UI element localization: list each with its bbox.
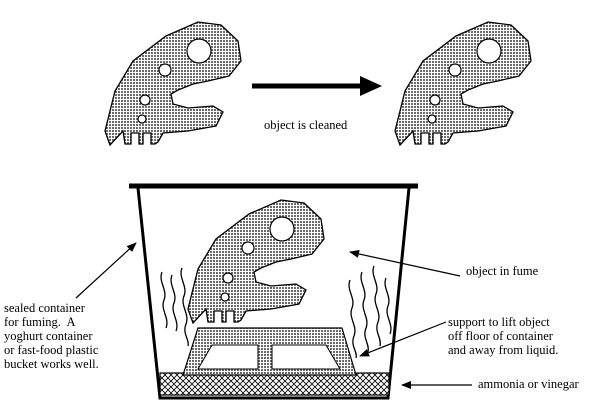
object-in-fume — [187, 199, 325, 324]
label-sealed-container: sealed container for fuming. A yoghurt c… — [4, 301, 99, 371]
label-object-in-fume: object in fume — [466, 264, 539, 278]
cleaning-arrow — [252, 76, 382, 96]
container — [129, 183, 418, 400]
liquid-layer — [159, 372, 390, 396]
label-object-cleaned: object is cleaned — [264, 118, 348, 132]
fume-lines-left — [160, 267, 189, 347]
support-stand — [182, 327, 357, 376]
arrow-to-container — [75, 242, 137, 299]
object-dirty — [104, 21, 242, 146]
fume-lines-right — [348, 265, 392, 359]
label-support: support to lift object off floor of cont… — [448, 315, 559, 357]
arrow-to-support — [359, 321, 447, 357]
object-clean — [394, 21, 532, 146]
arrow-to-object — [349, 250, 461, 277]
label-ammonia-vinegar: ammonia or vinegar — [478, 377, 579, 391]
